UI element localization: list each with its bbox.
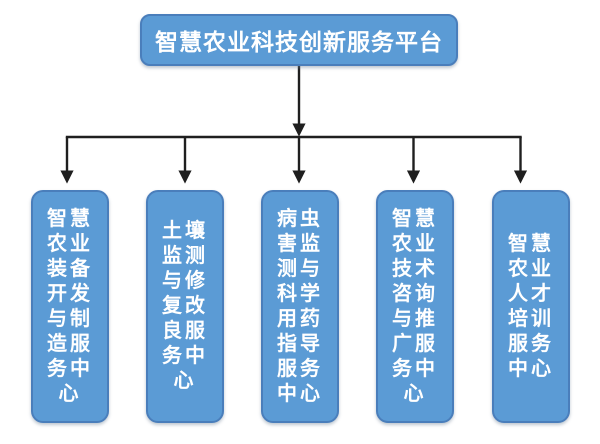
- child-node-soil-center: 土壤 监测 与修 复改 良服 务中 心: [146, 190, 224, 423]
- root-node-label: 智慧农业科技创新服务平台: [155, 29, 443, 55]
- child-node-label: 智慧 农业 技术 咨询 与推 广服 务中 心: [392, 207, 438, 405]
- child-node-label: 智慧 农业 人才 培训 服务 中心: [508, 232, 554, 380]
- child-node-consulting-center: 智慧 农业 技术 咨询 与推 广服 务中 心: [376, 190, 454, 423]
- child-node-label: 病虫 害监 测与 科学 用药 指导 服务 中心: [277, 207, 323, 405]
- child-node-talent-center: 智慧 农业 人才 培训 服务 中心: [492, 190, 570, 423]
- child-node-label: 土壤 监测 与修 复改 良服 务中 心: [162, 220, 208, 392]
- child-node-label: 智慧 农业 装备 开发 与制 造服 务中 心: [47, 207, 93, 405]
- root-node: 智慧农业科技创新服务平台: [140, 14, 458, 66]
- child-node-equipment-center: 智慧 农业 装备 开发 与制 造服 务中 心: [31, 190, 109, 423]
- child-node-pest-center: 病虫 害监 测与 科学 用药 指导 服务 中心: [261, 190, 339, 423]
